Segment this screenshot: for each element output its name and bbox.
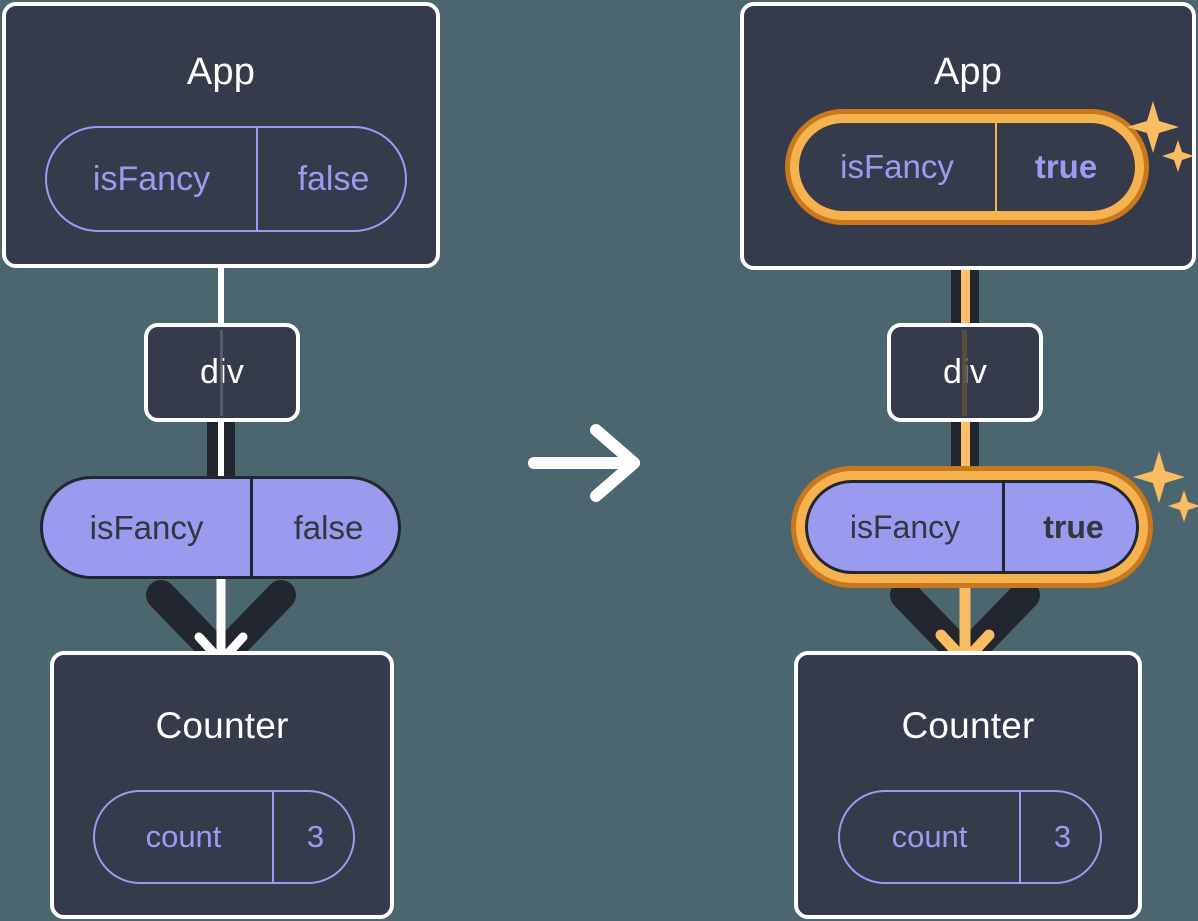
- counter-node-before[interactable]: Counter count 3: [50, 651, 394, 919]
- prop-value: true: [1043, 508, 1104, 545]
- before-panel: App isFancy false div: [2, 2, 440, 919]
- wire-app-to-div: [218, 260, 224, 330]
- wire-div-to-prop-core: [961, 420, 970, 490]
- counter-state-label-cell: count: [840, 792, 1019, 882]
- prop-value-cell: true: [1002, 483, 1142, 571]
- counter-node-after[interactable]: Counter count 3: [794, 651, 1142, 919]
- prop-label-cell: isFancy: [43, 479, 250, 576]
- wire-through-div: [220, 330, 223, 416]
- app-state-value-cell: false: [256, 128, 409, 230]
- app-state-value: true: [1034, 148, 1098, 185]
- counter-node-title: Counter: [901, 705, 1035, 746]
- app-state-label: isFancy: [840, 148, 954, 185]
- app-node-before[interactable]: App isFancy false: [2, 2, 440, 268]
- counter-state-value: 3: [306, 819, 325, 854]
- prop-pill-body: isFancy true: [805, 480, 1139, 574]
- wire-app-to-div-core: [961, 218, 970, 338]
- after-panel: App isFancy true div: [599, 0, 1198, 921]
- wire-div-to-prop-core: [218, 420, 224, 490]
- counter-state-pill-after[interactable]: count 3: [838, 790, 1102, 884]
- counter-node-title: Counter: [155, 705, 289, 746]
- prop-value-cell: false: [250, 479, 404, 576]
- prop-value: false: [293, 508, 364, 546]
- app-state-pill-body: isFancy true: [799, 123, 1135, 211]
- counter-state-value-cell: 3: [1019, 792, 1104, 882]
- app-node-title: App: [933, 51, 1003, 93]
- counter-state-value-cell: 3: [272, 792, 357, 882]
- prop-pill-before[interactable]: isFancy false: [40, 476, 401, 579]
- arrow-right-icon: [528, 424, 640, 502]
- prop-label-cell: isFancy: [808, 483, 1002, 571]
- app-state-label-cell: isFancy: [47, 128, 256, 230]
- prop-label: isFancy: [89, 508, 204, 546]
- app-state-pill-before[interactable]: isFancy false: [45, 126, 407, 232]
- counter-state-label-cell: count: [95, 792, 272, 882]
- app-state-pill-after[interactable]: isFancy true: [785, 109, 1149, 225]
- prop-label: isFancy: [849, 508, 961, 545]
- app-state-label: isFancy: [92, 159, 211, 198]
- counter-state-label: count: [145, 819, 222, 854]
- app-state-value: false: [297, 159, 370, 198]
- counter-state-value: 3: [1053, 819, 1072, 854]
- counter-state-label: count: [891, 819, 968, 854]
- prop-pill-after[interactable]: isFancy true: [791, 466, 1153, 588]
- wire-through-div: [962, 330, 967, 416]
- counter-state-pill-before[interactable]: count 3: [93, 790, 355, 884]
- app-state-value-cell: true: [995, 123, 1135, 211]
- app-node-title: App: [186, 51, 256, 93]
- app-state-label-cell: isFancy: [799, 123, 995, 211]
